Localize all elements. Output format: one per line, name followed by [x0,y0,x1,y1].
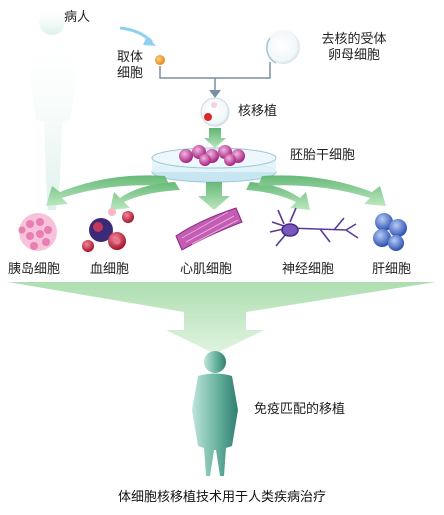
donor-cell-label-line1: 取体 [116,50,143,65]
egg-cell-label: 去核的受体 卵母细胞 [304,32,404,64]
donor-cell-label-line2: 细胞 [116,66,143,81]
islet-cell-label: 胰岛细胞 [8,262,61,277]
petri-dish-icon [151,145,277,183]
donor-cell-icon [155,55,165,65]
liver-cell-label: 肝细胞 [372,262,412,277]
figure-caption: 体细胞核移植技术用于人类疾病治疗 [117,490,326,505]
donor-cell-label: 取体 细胞 [110,50,150,82]
recipient-figure-icon [192,351,238,476]
merge-arrow-icon [209,90,221,98]
embryonic-stem-cell-label: 胚胎干细胞 [290,148,356,163]
egg-cell-icon [266,30,300,64]
patient-figure-icon [30,9,76,210]
neuron-label: 神经细胞 [282,262,335,277]
islet-cell-icon [18,213,57,251]
merge-connector [159,62,271,92]
immune-match-label: 免疫匹配的移植 [254,402,346,417]
differentiation-arrows [46,175,386,210]
cardiac-cell-label: 心肌细胞 [180,262,233,277]
convergence-arrow-icon [8,282,436,354]
extract-arrow-icon [119,26,156,46]
down-arrow-icon [204,128,226,148]
liver-cell-icon [373,213,407,251]
blood-cell-label: 血细胞 [90,262,130,277]
egg-cell-label-line1: 去核的受体 [321,32,387,47]
egg-cell-label-line2: 卵母细胞 [327,48,380,63]
blood-cell-icon [82,208,134,252]
nuclear-transfer-label: 核移植 [238,104,278,119]
stem-cells-icon [179,145,245,166]
patient-label: 病人 [64,10,91,25]
fused-cell-icon [200,97,230,127]
neuron-icon [269,207,359,247]
cardiac-cell-icon [175,207,243,251]
